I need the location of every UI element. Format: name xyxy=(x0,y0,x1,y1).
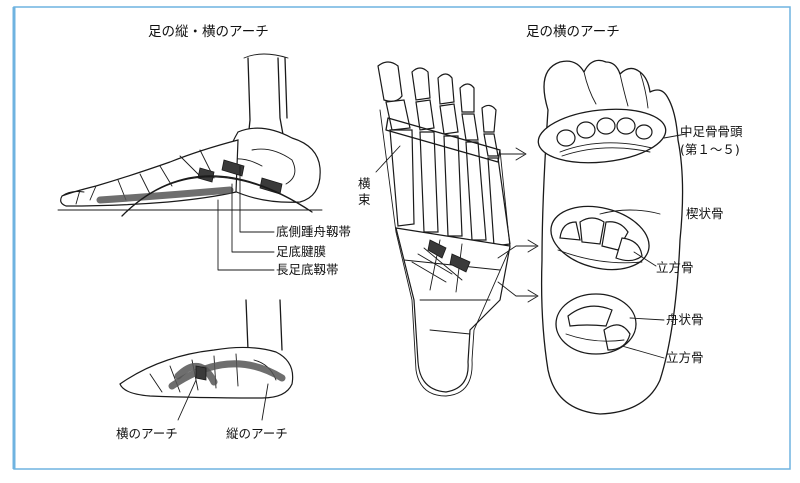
label-cuneiform: 楔状骨 xyxy=(686,206,724,221)
label-cuboid-2: 立方骨 xyxy=(666,350,704,365)
label-navicular: 舟状骨 xyxy=(666,312,704,327)
label-metatarsal-heads-1: 中足骨骨頭 xyxy=(680,124,743,139)
oblique-foot-illustration xyxy=(120,300,293,420)
label-transverse-arch: 横のアーチ xyxy=(116,426,178,441)
label-longitudinal-arch: 縦のアーチ xyxy=(226,426,288,441)
section-navicular-cuboid xyxy=(556,294,664,358)
title-left: 足の縦・横のアーチ xyxy=(148,24,269,40)
section-metatarsal-heads xyxy=(536,103,686,168)
label-plantar-calcaneonavicular: 底側踵舟靱帯 xyxy=(276,224,351,239)
label-metatarsal-heads-2: (第１～５) xyxy=(680,142,740,157)
title-right: 足の横のアーチ xyxy=(526,24,620,40)
label-transverse-bundle-1: 横 xyxy=(358,176,371,191)
section-cuneiform-cuboid xyxy=(544,197,660,279)
foot-skeleton-dorsal xyxy=(376,62,538,396)
label-long-plantar: 長足底靱帯 xyxy=(276,262,339,277)
label-transverse-bundle-2: 束 xyxy=(358,192,371,207)
label-plantar-aponeurosis: 足底腱膜 xyxy=(276,244,326,259)
label-cuboid-1: 立方骨 xyxy=(656,260,694,275)
